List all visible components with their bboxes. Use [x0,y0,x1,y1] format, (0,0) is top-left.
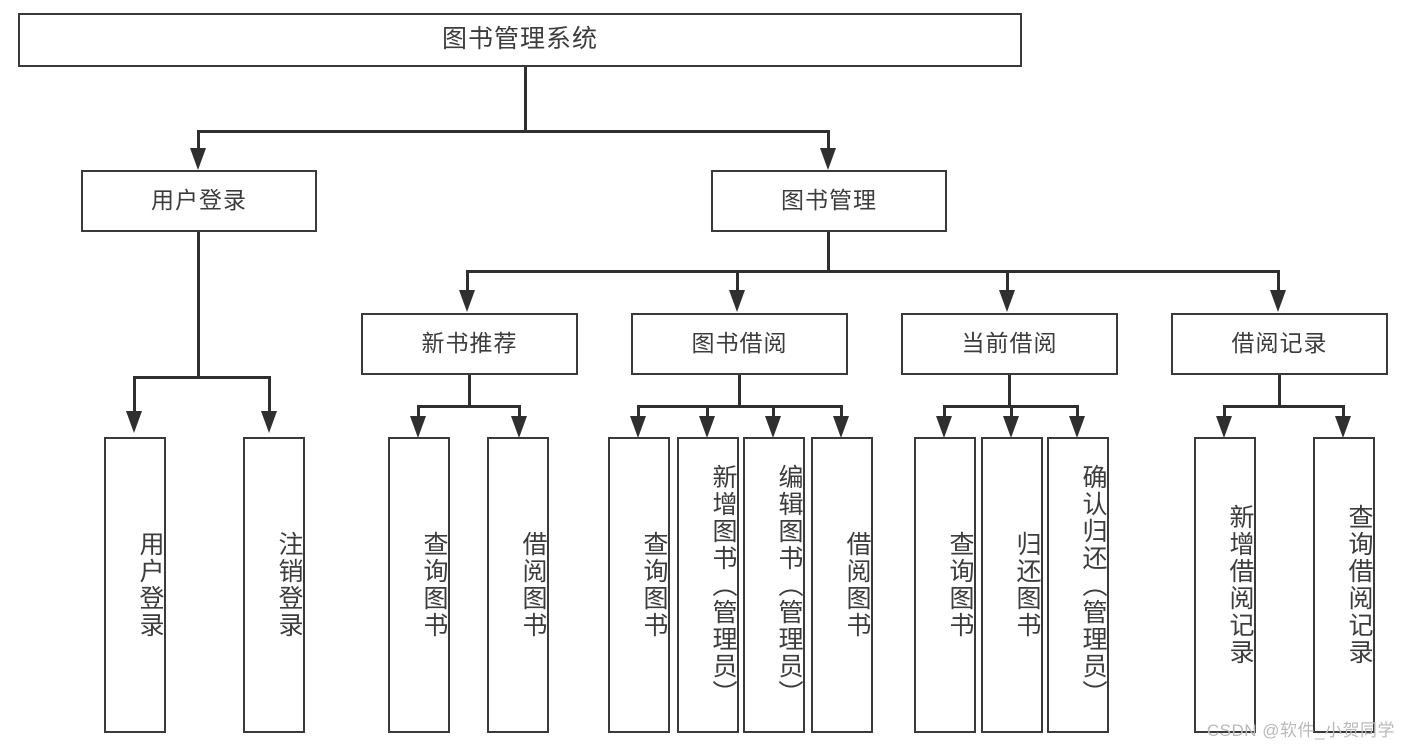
watermark: CSDN @软件_小贺同学 [1206,721,1395,740]
node-leaf-edit-book[interactable]: 编辑图书（管理员） [743,437,805,733]
arrow-to-current-borrow [999,290,1015,312]
edge-book-manage-leg-1 [466,270,469,292]
node-leaf-query-book-1[interactable]: 查询图书 [388,437,450,733]
edge-bb-leg-4 [840,405,843,419]
edge-nbr-bus [417,405,521,408]
arrow-to-book-borrow [729,290,745,312]
arrow-to-leaf-query-book-3 [936,416,952,438]
node-leaf-confirm-return-label: 确认归还（管理员） [1079,463,1107,707]
edge-cb-leg-3 [1076,405,1079,419]
edge-br-leg-2 [1342,405,1345,419]
node-current-borrow[interactable]: 当前借阅 [901,313,1118,375]
edge-user-login-stem [197,232,200,376]
node-leaf-user-login-label: 用户登录 [136,531,164,639]
node-leaf-add-record[interactable]: 新增借阅记录 [1194,437,1256,733]
node-leaf-query-book-2-label: 查询图书 [640,531,668,639]
node-leaf-query-book-2[interactable]: 查询图书 [608,437,670,733]
node-user-login[interactable]: 用户登录 [81,170,317,232]
edge-book-manage-leg-2 [736,270,739,292]
edge-br-bus [1223,405,1345,408]
arrow-to-leaf-borrow-book-1 [511,416,527,438]
node-new-book-recommend[interactable]: 新书推荐 [361,313,578,375]
node-borrow-record-label: 借阅记录 [1231,330,1328,357]
arrow-to-leaf-borrow-book-2 [833,416,849,438]
arrow-to-book-manage [820,148,836,170]
arrow-to-user-login [190,148,206,170]
edge-book-manage-stem [827,232,830,270]
node-leaf-add-book[interactable]: 新增图书（管理员） [677,437,739,733]
node-root[interactable]: 图书管理系统 [18,13,1022,67]
arrow-to-leaf-return-book [1003,416,1019,438]
node-leaf-add-record-label: 新增借阅记录 [1226,504,1254,666]
edge-root-stem [524,67,527,130]
arrow-to-leaf-user-logout [261,411,277,433]
edge-cb-leg-1 [943,405,946,419]
edge-user-login-leg-1 [133,376,136,413]
node-leaf-return-book[interactable]: 归还图书 [981,437,1043,733]
edge-nbr-leg-2 [518,405,521,419]
edge-bb-leg-1 [637,405,640,419]
edge-user-login-bus [133,376,271,379]
edge-user-login-leg-2 [268,376,271,413]
node-leaf-return-book-label: 归还图书 [1013,531,1041,639]
node-leaf-borrow-book-1-label: 借阅图书 [519,531,547,639]
node-leaf-borrow-book-2[interactable]: 借阅图书 [811,437,873,733]
node-book-manage[interactable]: 图书管理 [711,170,947,232]
node-leaf-confirm-return[interactable]: 确认归还（管理员） [1047,437,1109,733]
node-leaf-query-book-1-label: 查询图书 [420,531,448,639]
arrow-to-leaf-query-book-1 [410,416,426,438]
edge-br-stem [1278,375,1281,405]
edge-book-manage-leg-4 [1277,270,1280,292]
edge-cb-stem [1008,375,1011,405]
node-book-manage-label: 图书管理 [781,187,877,214]
node-leaf-edit-book-label: 编辑图书（管理员） [775,463,803,707]
edge-bb-stem [738,375,741,405]
node-leaf-user-logout[interactable]: 注销登录 [243,437,305,733]
arrow-to-leaf-edit-book [765,416,781,438]
edge-nbr-leg-1 [417,405,420,419]
edge-bb-bus [637,405,843,408]
edge-nbr-stem [468,375,471,405]
node-leaf-borrow-book-2-label: 借阅图书 [843,531,871,639]
edge-book-manage-leg-3 [1006,270,1009,292]
edge-bb-leg-2 [706,405,709,419]
node-leaf-query-record-label: 查询借阅记录 [1345,504,1373,666]
node-user-login-label: 用户登录 [151,187,247,214]
edge-bb-leg-3 [772,405,775,419]
edge-book-manage-bus [466,270,1280,273]
edge-root-leg-right [827,130,830,152]
node-book-borrow[interactable]: 图书借阅 [631,313,848,375]
node-leaf-query-book-3[interactable]: 查询图书 [914,437,976,733]
arrow-to-leaf-query-book-2 [630,416,646,438]
edge-root-leg-left [197,130,200,152]
node-leaf-borrow-book-1[interactable]: 借阅图书 [487,437,549,733]
node-new-book-recommend-label: 新书推荐 [421,330,518,357]
edge-cb-leg-2 [1010,405,1013,419]
edge-root-bus [197,130,829,133]
arrow-to-borrow-record [1270,290,1286,312]
arrow-to-leaf-add-record [1216,416,1232,438]
node-current-borrow-label: 当前借阅 [961,330,1058,357]
node-leaf-query-book-3-label: 查询图书 [946,531,974,639]
node-leaf-query-record[interactable]: 查询借阅记录 [1313,437,1375,733]
arrow-to-leaf-confirm-return [1069,416,1085,438]
node-leaf-user-logout-label: 注销登录 [275,531,303,639]
node-leaf-user-login[interactable]: 用户登录 [104,437,166,733]
arrow-to-leaf-user-login [126,411,142,433]
arrow-to-leaf-add-book [699,416,715,438]
node-root-label: 图书管理系统 [441,25,598,54]
node-leaf-add-book-label: 新增图书（管理员） [709,463,737,707]
arrow-to-leaf-query-record [1335,416,1351,438]
arrow-to-new-book-recommend [459,290,475,312]
node-book-borrow-label: 图书借阅 [691,330,788,357]
node-borrow-record[interactable]: 借阅记录 [1171,313,1388,375]
edge-br-leg-1 [1223,405,1226,419]
